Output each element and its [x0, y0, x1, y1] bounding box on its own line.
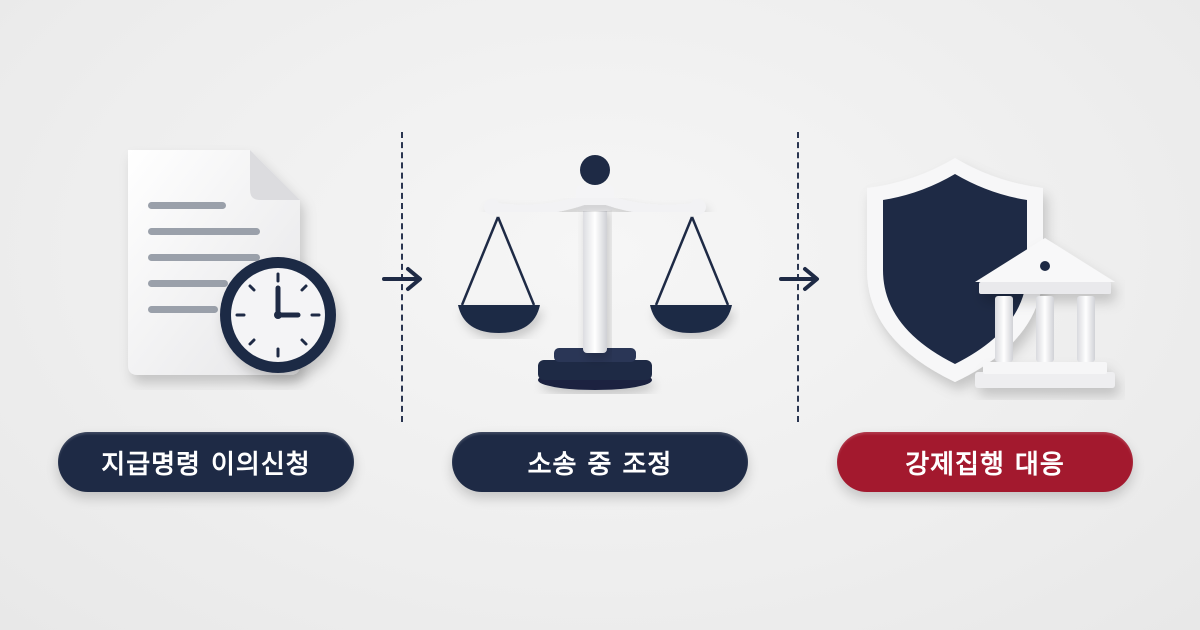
- arrow-right-icon: [382, 267, 422, 291]
- stage-2-label: 소송 중 조정: [452, 432, 748, 492]
- document-clock-icon: [128, 150, 336, 375]
- scales-icon: [458, 155, 732, 390]
- stage-3-label: 강제집행 대응: [837, 432, 1133, 492]
- shield-bank-icon: [867, 158, 1115, 388]
- stage-1-label: 지급명령 이의신청: [58, 432, 354, 492]
- arrow-right-icon: [779, 267, 819, 291]
